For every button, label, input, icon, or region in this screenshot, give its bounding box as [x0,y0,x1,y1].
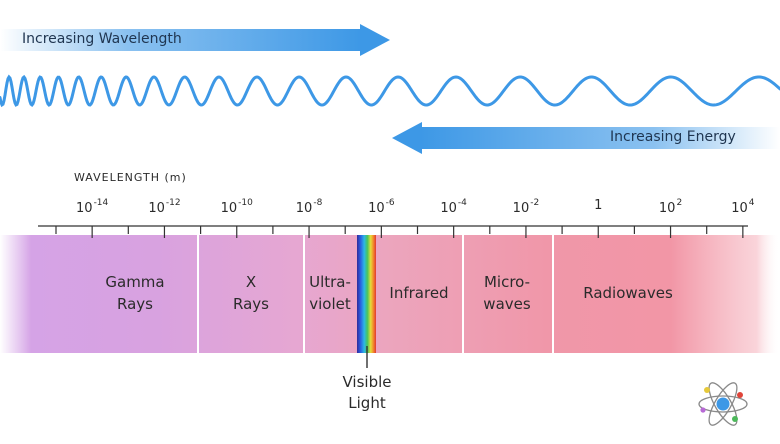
axis-tick-label: 10-14 [76,198,108,216]
band-infrared: Infrared [389,284,449,302]
axis-tick-label: 102 [659,198,682,216]
wavelength-arrow [0,24,390,56]
tick-exponent: -2 [530,198,540,208]
band-dividers [197,235,554,353]
axis-tick-label: 10-4 [440,198,467,216]
tick-base: 10 [220,201,238,216]
tick-base: 10 [76,201,93,216]
wave-line [0,74,780,108]
tick-exponent: 2 [676,198,683,208]
tick-exponent: -8 [313,198,323,208]
axis-tick-label: 104 [731,198,754,216]
tick-exponent: -12 [165,198,181,208]
tick-base: 10 [512,201,530,216]
energy-arrow-label: Increasing Energy [610,129,736,145]
tick-base: 10 [295,201,313,216]
wavelength-arrow-label: Increasing Wavelength [22,31,182,47]
visible-light-stripe [357,235,376,353]
atom-icon [698,382,748,426]
tick-exponent: -4 [457,198,467,208]
axis-tick-marks [55,226,744,238]
energy-arrow [392,122,780,154]
axis-title: WAVELENGTH (m) [74,171,187,184]
tick-exponent: -14 [93,198,109,208]
band-radiowaves: Radiowaves [583,284,673,302]
tick-exponent: -10 [238,198,253,208]
band-ultraviolet: Ultra- violet [309,273,351,313]
tick-base: 10 [731,201,748,216]
tick-base: 10 [148,201,165,216]
axis-tick-label: 10-6 [368,198,395,216]
visible-light-label: Visible Light [342,373,392,412]
axis-tick-label: 10-8 [296,198,323,216]
tick-base: 10 [368,201,385,216]
band-x-rays: X Rays [233,273,269,313]
tick-base: 1 [594,198,603,213]
axis-tick-label: 10-10 [221,198,253,216]
band-microwaves: Micro- waves [483,273,531,313]
spectrum-band [0,235,780,353]
tick-base: 10 [658,201,676,216]
axis-tick-label: 1 [594,198,602,213]
band-gamma-rays: Gamma Rays [105,273,165,313]
tick-base: 10 [440,201,457,216]
tick-exponent: -6 [385,198,395,208]
axis-tick-label: 10-12 [148,198,180,216]
axis-tick-label: 10-2 [513,198,540,216]
tick-exponent: 4 [748,198,755,208]
